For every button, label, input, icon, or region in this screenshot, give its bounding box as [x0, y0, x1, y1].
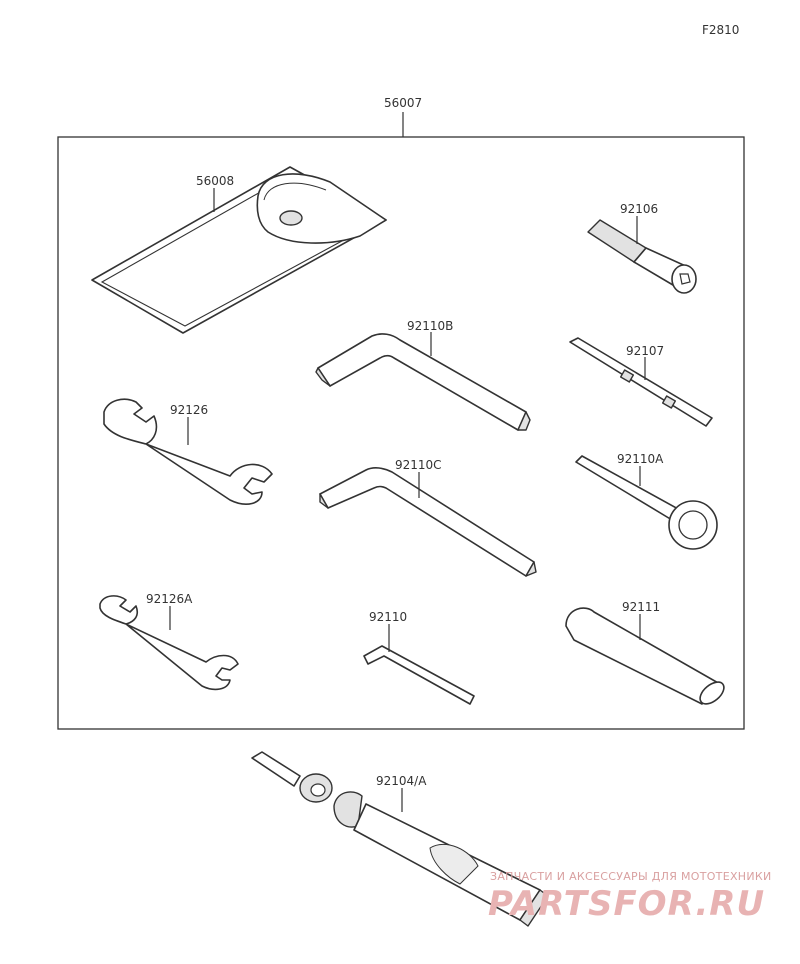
screwdriver-bit-92107 [569, 337, 713, 427]
label-92111: 92111 [622, 600, 660, 614]
label-92110b: 92110B [407, 319, 453, 333]
hex-wrench-92110b [315, 333, 531, 431]
open-end-wrench-92126a [99, 595, 239, 691]
bit-handle-92106 [587, 219, 697, 294]
label-92107: 92107 [626, 344, 664, 358]
figure-code: F2810 [702, 23, 739, 37]
kit-part-number: 56007 [384, 96, 422, 110]
label-92110a: 92110A [617, 452, 664, 466]
label-92106: 92106 [620, 202, 658, 216]
label-92126: 92126 [170, 403, 208, 417]
watermark-tagline: ЗАПЧАСТИ И АКСЕССУАРЫ ДЛЯ МОТОТЕХНИКИ [490, 870, 772, 883]
label-92110: 92110 [369, 610, 407, 624]
tool-bag-56008 [91, 166, 387, 334]
label-92126a: 92126A [146, 592, 193, 606]
tube-handle-92111 [565, 607, 725, 705]
open-end-wrench-92126 [103, 398, 273, 505]
ring-wrench-92110a [575, 455, 718, 550]
label-92110c: 92110C [395, 458, 442, 472]
grease-tube-92104a [251, 751, 549, 927]
hex-wrench-92110 [363, 645, 475, 705]
watermark-brand: PARTSFOR.RU [488, 884, 765, 924]
label-56008: 56008 [196, 174, 234, 188]
hex-wrench-92110c [319, 467, 537, 577]
label-92104a: 92104/A [376, 774, 427, 788]
kit-frame [57, 136, 745, 730]
